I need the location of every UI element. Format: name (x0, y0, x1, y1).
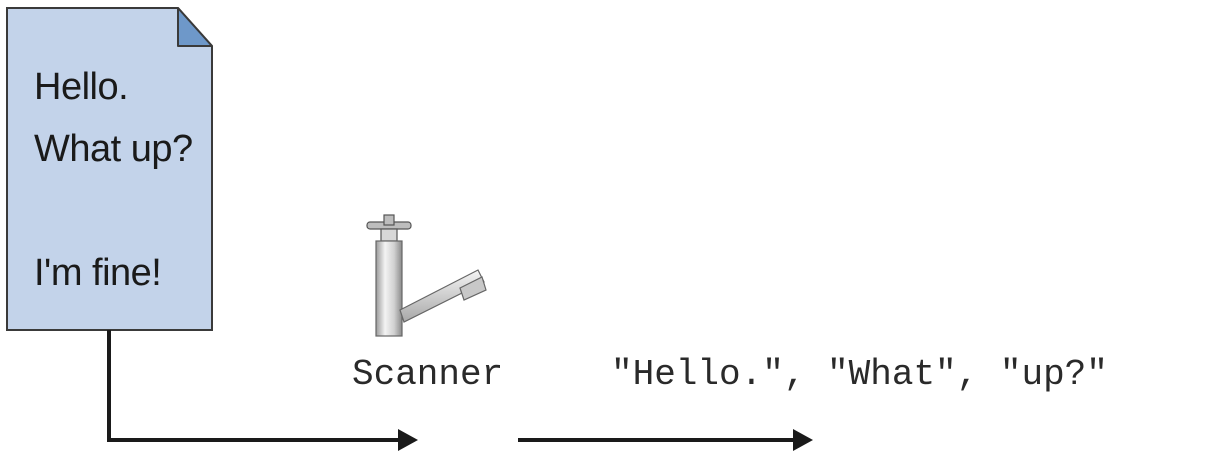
scanner-label: Scanner (352, 354, 503, 395)
faucet-icon (367, 215, 486, 336)
token-output: "Hello.", "What", "up?" (611, 354, 1108, 395)
document-line-1: Hello. (34, 66, 128, 109)
scanner-to-tokens-arrowhead (793, 429, 813, 451)
document-line-2: What up? (34, 128, 193, 171)
document-corner-fold (178, 8, 212, 46)
document-to-scanner-arrowhead (398, 429, 418, 451)
document-line-4: I'm fine! (34, 252, 161, 295)
